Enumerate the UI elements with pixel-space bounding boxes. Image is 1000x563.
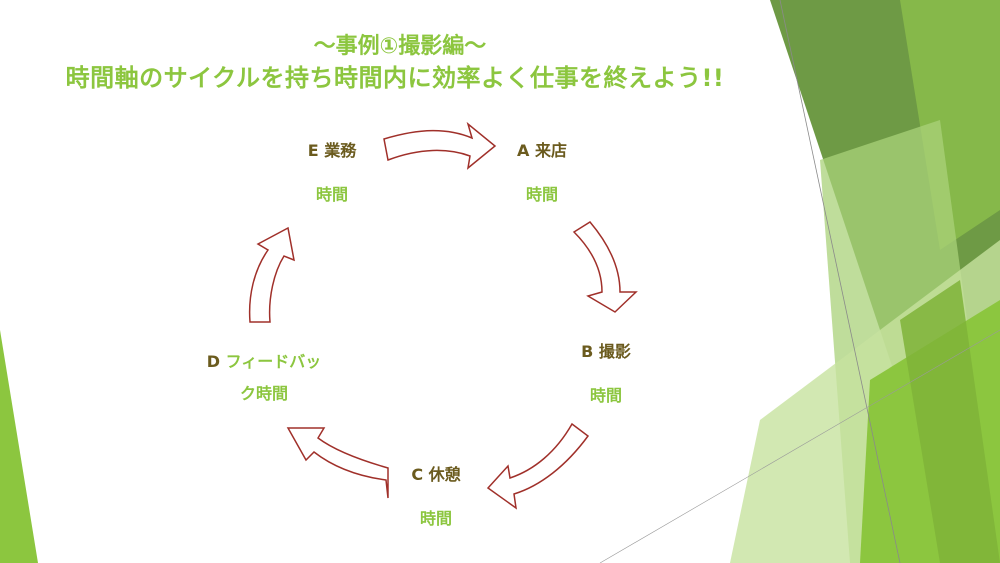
thin-line-2 [599,329,1000,563]
thin-line-1 [779,0,901,563]
left-green-sliver [0,330,38,563]
right-olive-panel [900,280,1000,563]
arrow-d-to-e [248,226,295,323]
arrow-e-to-a [383,121,497,170]
node-label: 来店 [534,141,567,160]
node-label: 業務 [324,141,357,160]
node-sub: 時間 [525,185,558,204]
node-code: B [581,342,594,361]
node-sub: 時間 [589,386,622,405]
node-sub: 時間 [419,509,452,528]
node-sub: 時間 [315,185,348,204]
node-label: 休憩 [428,465,461,484]
cycle-node-a: A 来店 時間 [500,140,584,206]
arrow-c-to-d [286,427,389,499]
arrow-b-to-c [486,422,590,510]
cycle-node-b: B 撮影 時間 [564,341,648,407]
node-code: E [307,141,319,160]
cycle-node-d: D フィードバッ ク時間 [184,346,344,410]
node-code: D [206,352,220,371]
arrow-a-to-b [572,221,638,313]
slide-subtitle: 時間軸のサイクルを持ち時間内に効率よく仕事を終えよう!! [65,64,725,92]
cycle-node-e: E 業務 時間 [290,140,374,206]
node-label: フィードバッ [225,352,322,371]
node-code: A [517,141,530,160]
right-mid-green-panel [900,0,1000,250]
node-label: 撮影 [598,342,631,361]
node-label-continued: ク時間 [239,384,288,403]
cycle-node-c: C 休憩 時間 [394,464,478,530]
slide-title: 〜事例①撮影編〜 [313,34,487,59]
node-code: C [411,465,424,484]
